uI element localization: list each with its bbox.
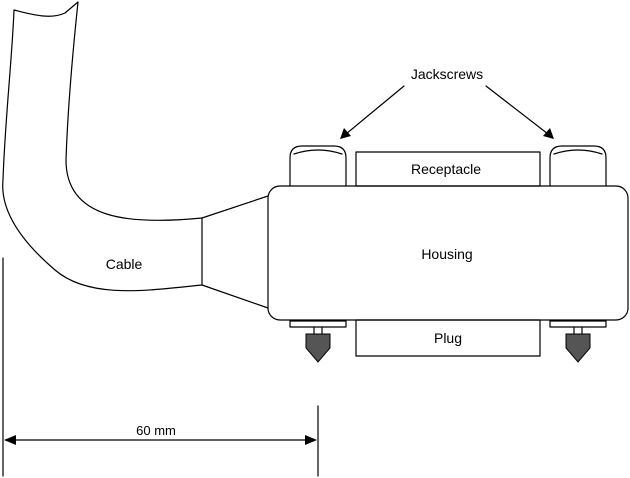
jackscrews-arrow-right (485, 85, 549, 135)
jackscrew-right-head (549, 145, 607, 187)
cable-body (2, 1, 203, 292)
jackscrew-left-head (289, 145, 347, 187)
dimension-label: 60 mm (136, 423, 176, 438)
dimension-arrowhead-left (4, 435, 16, 445)
cable-taper-top (201, 195, 269, 219)
cable-label: Cable (105, 256, 143, 272)
jackscrews-arrowhead-left (340, 128, 351, 139)
plug-label: Plug (433, 330, 463, 346)
plug-body (355, 319, 541, 357)
dimension-arrowhead-right (305, 435, 317, 445)
jackscrew-right-flange (549, 320, 607, 328)
jackscrews-arrow-left (345, 85, 405, 135)
jackscrew-left-flange (289, 320, 347, 328)
jackscrews-label: Jackscrews (410, 66, 484, 82)
jackscrew-left-ridge (293, 149, 343, 155)
jackscrew-right-tip (565, 333, 591, 363)
cable-taper-bottom (201, 284, 269, 309)
jackscrew-right-ridge (553, 149, 603, 155)
receptacle-label: Receptacle (410, 161, 482, 177)
jackscrew-left-tip (305, 333, 331, 363)
jackscrews-arrowhead-right (543, 128, 554, 139)
housing-label: Housing (421, 246, 473, 262)
